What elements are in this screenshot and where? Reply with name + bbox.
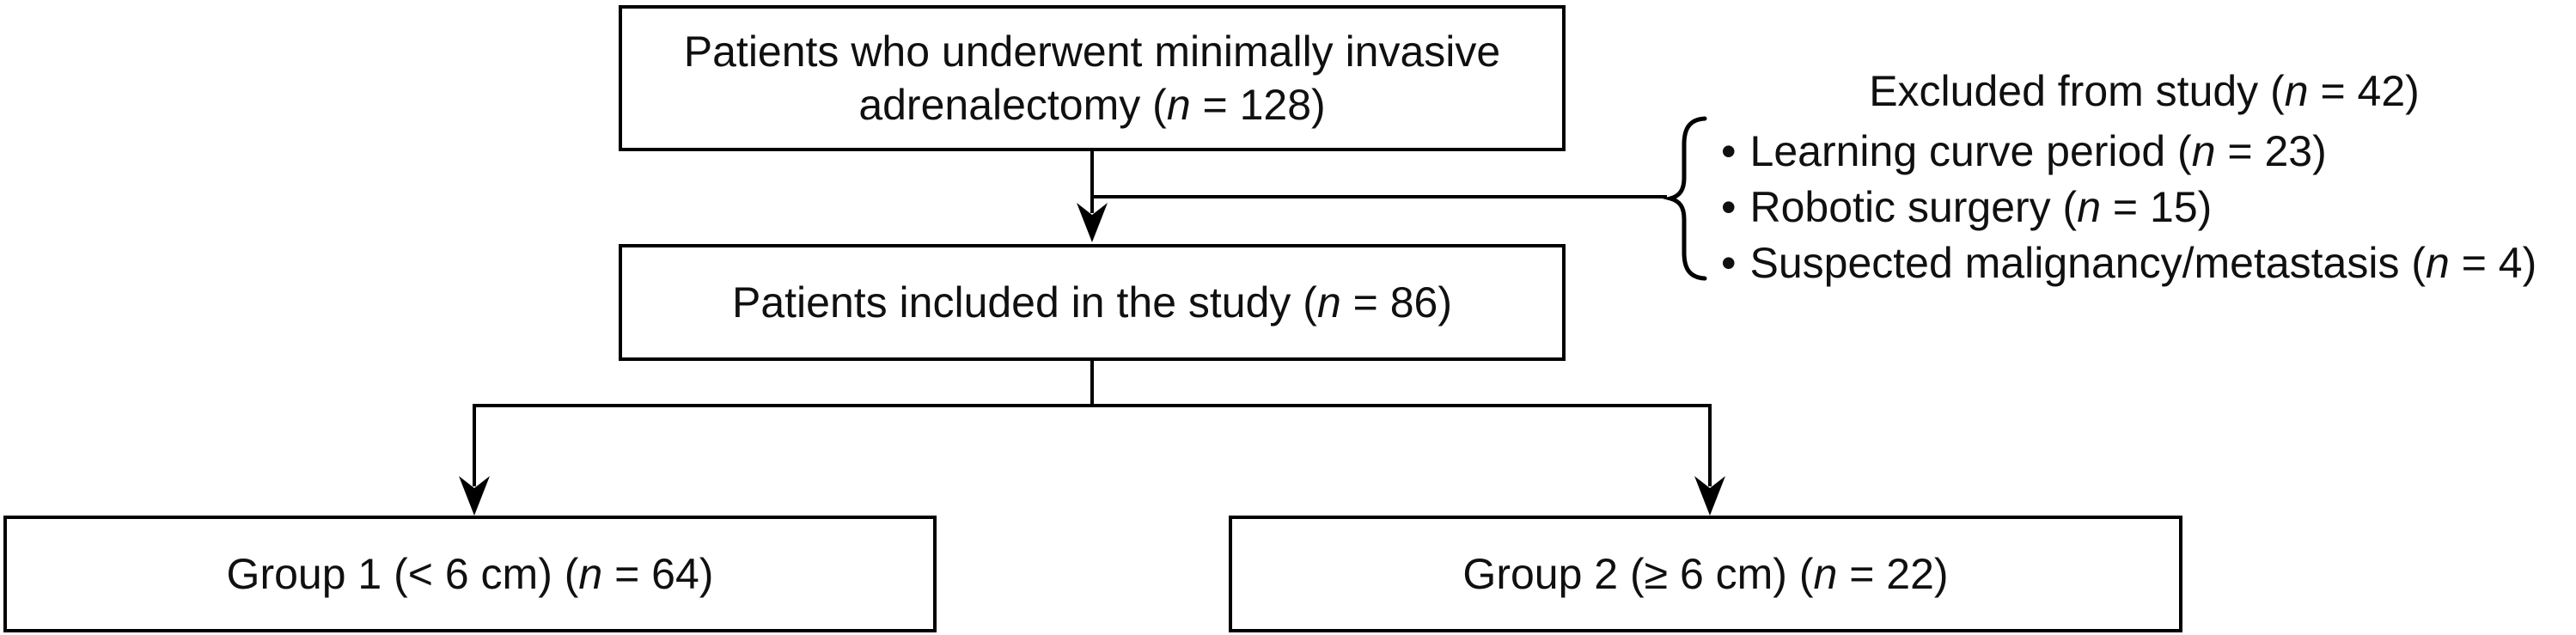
exclusion-item-label: Suspected malignancy/metastasis (n = 4) xyxy=(1749,239,2537,287)
exclusion-title: Excluded from study (n = 42) xyxy=(1869,67,2420,115)
box-group1: Group 1 (< 6 cm) (n = 64) xyxy=(3,516,937,632)
exclusion-panel: Excluded from study (n = 42) • Learning … xyxy=(1721,64,2567,291)
bullet-icon: • xyxy=(1721,183,1737,231)
exclusion-item-label: Robotic surgery (n = 15) xyxy=(1749,183,2213,231)
exclusion-item: • Robotic surgery (n = 15) xyxy=(1721,180,2567,235)
bullet-icon: • xyxy=(1721,127,1737,175)
box-enrolled-label: Patients who underwent minimally invasiv… xyxy=(683,27,1501,129)
box-included-label: Patients included in the study (n = 86) xyxy=(731,278,1453,327)
box-enrolled: Patients who underwent minimally invasiv… xyxy=(619,5,1566,151)
exclusion-item: • Learning curve period (n = 23) xyxy=(1721,124,2567,180)
box-group2-label: Group 2 (≥ 6 cm) (n = 22) xyxy=(1462,550,1949,598)
exclusion-list: • Learning curve period (n = 23) • Robot… xyxy=(1721,124,2567,291)
arrow-down-icon xyxy=(1077,203,1108,242)
arrow-down-icon xyxy=(1694,476,1725,516)
box-group2: Group 2 (≥ 6 cm) (n = 22) xyxy=(1229,516,2182,632)
exclusion-item: • Suspected malignancy/metastasis (n = 4… xyxy=(1721,235,2567,291)
curly-brace-icon xyxy=(1662,116,1707,281)
box-group1-label: Group 1 (< 6 cm) (n = 64) xyxy=(226,550,714,598)
arrow-down-icon xyxy=(459,476,490,516)
exclusion-item-label: Learning curve period (n = 23) xyxy=(1749,127,2327,175)
box-included: Patients included in the study (n = 86) xyxy=(619,244,1566,361)
bullet-icon: • xyxy=(1721,239,1737,287)
